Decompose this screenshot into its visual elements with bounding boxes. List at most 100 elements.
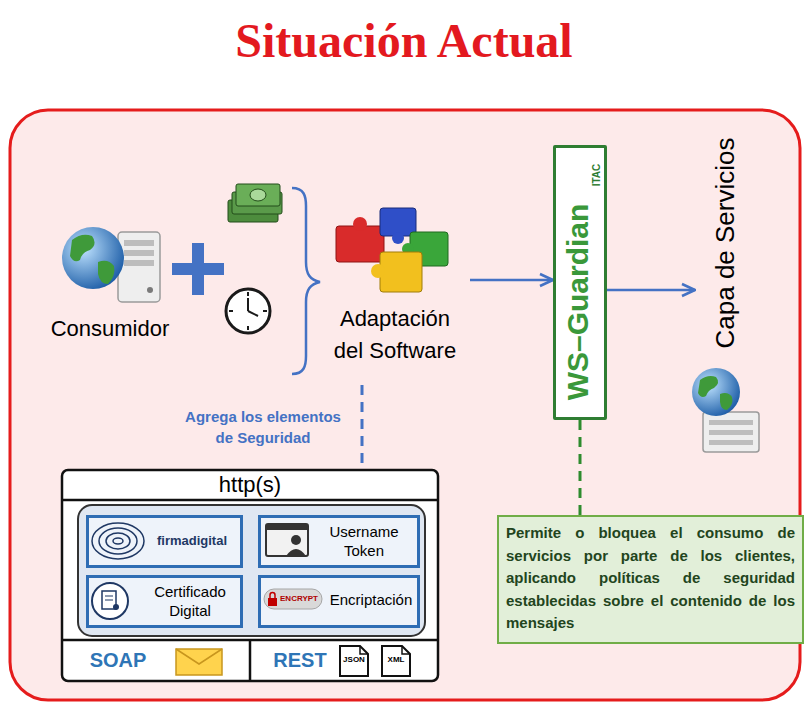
plus-sign [172,243,224,295]
user-screen-icon [286,549,306,556]
consumer-icon [124,250,154,256]
certificate-icon [113,604,119,610]
consumer-icon [70,235,95,262]
consumer-icon [118,232,160,302]
consumer-icon [62,227,124,289]
dashed-callout-line [361,385,364,470]
clock-icon [248,311,258,316]
file-format-icon [340,646,410,676]
signature-logo [92,523,144,559]
signature-logo [99,528,137,554]
clock-icon [226,289,270,333]
user-screen-icon [266,524,308,530]
clock-icon [229,310,233,312]
brand-mark: ITAC [591,155,603,195]
envelope-icon [176,649,222,675]
encrypt-badge [264,589,322,609]
security-box-fill [86,515,243,568]
user-screen-icon [291,535,301,545]
consumer-icon [98,261,114,284]
money-icon [250,189,266,201]
format-icon-text: JSON [342,655,366,665]
logo-text: firmadigital [149,533,235,549]
signature-logo [106,533,130,549]
clock-icon [247,292,249,296]
note-box: Permite o bloquea el consumo de servicio… [497,515,804,644]
service-icon [720,393,732,410]
file-format-icon [402,646,410,654]
security-box-fill [86,575,243,628]
plus-sign [172,263,224,275]
money-icon [236,184,280,206]
protocol-box-frame [62,470,438,681]
service-icon [703,412,759,452]
service-icon [692,368,759,452]
service-icon [698,376,718,397]
service-layer-label: Capa de Servicios [709,125,741,361]
consumer-icon [147,287,153,293]
protocol-cell: REST JSON XML [250,640,438,681]
puzzle-icon [380,252,422,292]
protocol-box: http(s)firmadigitalUsername TokenCertifi… [62,470,438,681]
actor-label: Consumidor [35,316,185,342]
encrypt-badge [264,589,322,609]
service-icon [709,420,753,425]
dashed-callout-line [579,420,582,515]
gateway-box: ITACWS–Guardian [553,145,607,420]
note-text: Permite o bloquea el consumo de servicio… [506,522,795,635]
gateway-logo-text: WS–Guardian [559,195,595,410]
consumer-actor: Consumidor [35,218,185,350]
security-box: ENCRYPT Encriptación [258,575,420,628]
security-box-fill [258,515,420,568]
signature-logo [92,523,144,559]
process-label: Adaptación del Software [327,303,463,367]
icon-badge-text: ENCRYPT [278,594,320,604]
envelope-icon [176,649,222,675]
signature-logo [113,538,123,544]
user-screen-icon [266,524,308,556]
envelope-icon [176,649,222,664]
puzzle-icon [353,217,367,231]
security-box: firmadigital [86,515,243,568]
file-format-icon [340,646,368,676]
protocol-box-frame [78,505,425,636]
format-icon-text: XML [385,655,407,665]
security-box: Username Token [258,515,420,568]
service-icon [692,368,740,416]
grouping-brace [292,188,320,374]
consumer-icon [124,240,154,246]
box-label: Certificado Digital [144,583,236,621]
clock-icon [263,310,267,312]
clock-icon [247,298,249,311]
encrypt-badge [268,598,277,606]
software-adaptation: Adaptación del Software [320,200,470,385]
protocol-name: SOAP [82,648,154,672]
puzzle-icon [380,208,416,236]
protocol-box-frame [62,470,438,681]
flow-arrow [470,279,553,282]
file-format-icon [360,646,368,654]
clock-icon [226,289,270,333]
flow-arrow [607,289,695,292]
protocol-cell: SOAP [62,640,250,681]
protocol-box-frame [249,640,252,681]
service-icon [709,440,753,445]
puzzle-icon [336,208,448,292]
connector-label: Agrega los elementos de Seguridad [178,407,348,448]
box-label: Encriptación [325,591,417,609]
puzzle-icon [392,232,404,244]
file-format-icon [382,646,410,676]
service-icon [709,430,753,435]
certificate-icon [105,596,113,597]
certificate-icon [92,583,128,619]
user-screen-icon [266,524,308,556]
security-box-fill [258,575,420,628]
certificate-icon [92,583,128,619]
certificate-icon [105,600,113,601]
diagram-title: Situación Actual [0,12,808,70]
protocol-name: REST [266,648,334,672]
security-box-fill [86,515,420,628]
clock-icon [247,326,249,330]
service-layer: Capa de Servicios [695,118,760,460]
